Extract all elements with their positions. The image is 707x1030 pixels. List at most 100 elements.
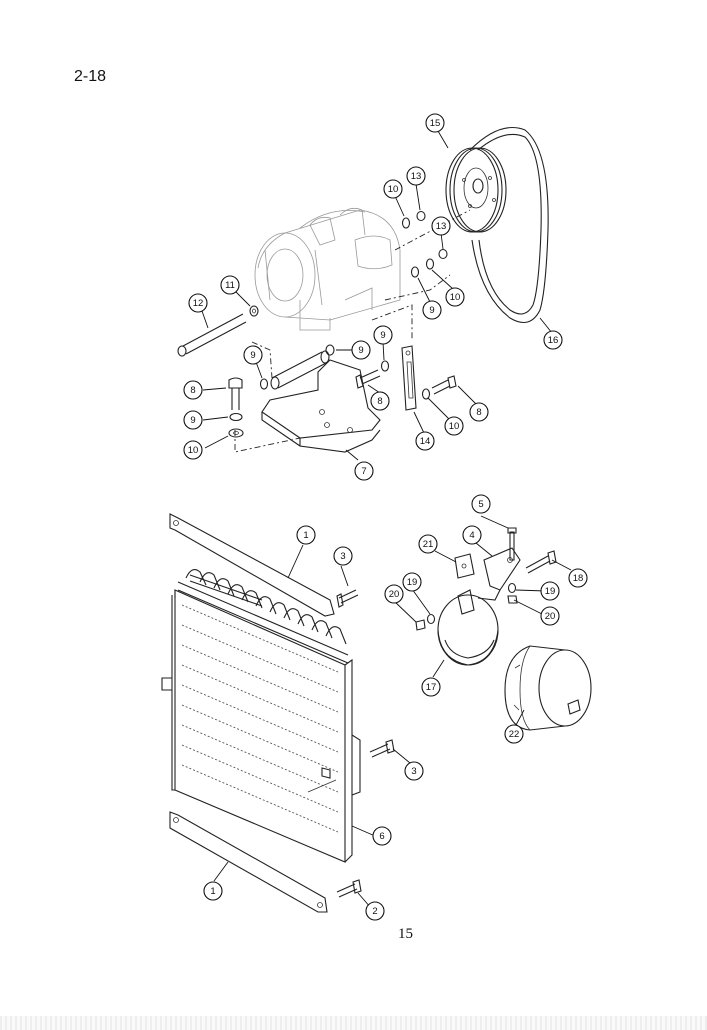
- condenser-tubes: [185, 569, 347, 645]
- callout-9: 9: [373, 325, 393, 345]
- callout-11: 11: [220, 275, 240, 295]
- callout-10: 10: [183, 440, 203, 460]
- callout-13: 13: [406, 166, 426, 186]
- callout-label: 20: [389, 589, 400, 600]
- leader-lines: [201, 130, 572, 909]
- callout-9: 9: [422, 300, 442, 320]
- compressor-body: [254, 207, 401, 331]
- callout-10: 10: [445, 287, 465, 307]
- callout-label: 3: [411, 766, 416, 777]
- callout-circle: [203, 881, 223, 901]
- callout-circle: [406, 166, 426, 186]
- callout-label: 10: [188, 445, 199, 456]
- callout-circle: [243, 345, 263, 365]
- callout-label: 9: [358, 345, 363, 356]
- callout-circle: [220, 275, 240, 295]
- callout-10: 10: [383, 179, 403, 199]
- callout-circle: [354, 461, 374, 481]
- callout-9: 9: [183, 410, 203, 430]
- callout-label: 1: [303, 530, 308, 541]
- callout-label: 9: [429, 305, 434, 316]
- callout-circle: [504, 724, 524, 744]
- callout-label: 8: [476, 407, 481, 418]
- callout-label: 22: [509, 729, 520, 740]
- callout-circle: [372, 826, 392, 846]
- callout-label: 2: [372, 906, 377, 917]
- callout-circle: [469, 402, 489, 422]
- callout-label: 5: [478, 499, 483, 510]
- condenser-assembly: [161, 513, 395, 913]
- callout-label: 17: [426, 682, 437, 693]
- callout-circle: [471, 494, 491, 514]
- callout-4: 4: [462, 525, 482, 545]
- callout-circle: [333, 546, 353, 566]
- callout-circle: [383, 179, 403, 199]
- callout-circle: [415, 431, 435, 451]
- callout-label: 4: [469, 530, 474, 541]
- callout-label: 11: [225, 280, 235, 291]
- callout-19: 19: [540, 581, 560, 601]
- callout-circle: [540, 581, 560, 601]
- callout-label: 15: [430, 118, 441, 129]
- callout-circle: [404, 761, 424, 781]
- callout-19: 19: [402, 572, 422, 592]
- callout-3: 3: [404, 761, 424, 781]
- callout-label: 9: [190, 415, 195, 426]
- callout-2: 2: [365, 901, 385, 921]
- callout-8: 8: [370, 391, 390, 411]
- callout-circle: [370, 391, 390, 411]
- callout-label: 13: [436, 221, 447, 232]
- callout-20: 20: [540, 606, 560, 626]
- callout-6: 6: [372, 826, 392, 846]
- callout-label: 13: [411, 171, 422, 182]
- compressor-assembly: [177, 207, 471, 453]
- callout-circle: [183, 410, 203, 430]
- callout-9: 9: [243, 345, 263, 365]
- callout-14: 14: [415, 431, 435, 451]
- callout-label: 14: [420, 436, 431, 447]
- callout-circle: [431, 216, 451, 236]
- callout-7: 7: [354, 461, 374, 481]
- callout-circle: [540, 606, 560, 626]
- callout-label: 10: [388, 184, 399, 195]
- callout-22: 22: [504, 724, 524, 744]
- callout-label: 1: [210, 886, 215, 897]
- callout-9: 9: [351, 340, 371, 360]
- callout-21: 21: [418, 534, 438, 554]
- callout-label: 10: [449, 421, 460, 432]
- callout-label: 18: [573, 573, 584, 584]
- callout-15: 15: [425, 113, 445, 133]
- callout-circle: [365, 901, 385, 921]
- callout-label: 20: [545, 611, 556, 622]
- callout-circle: [422, 300, 442, 320]
- callout-circle: [418, 534, 438, 554]
- callout-circle: [183, 380, 203, 400]
- callout-18: 18: [568, 568, 588, 588]
- callout-label: 6: [379, 831, 384, 842]
- callout-circle: [462, 525, 482, 545]
- bracket: [261, 359, 381, 439]
- callout-8: 8: [469, 402, 489, 422]
- callout-20: 20: [384, 584, 404, 604]
- callout-circle: [568, 568, 588, 588]
- callout-16: 16: [543, 330, 563, 350]
- callout-3: 3: [333, 546, 353, 566]
- callout-circle: [351, 340, 371, 360]
- callout-label: 9: [380, 330, 385, 341]
- callout-label: 21: [423, 539, 434, 550]
- callout-5: 5: [471, 494, 491, 514]
- section-number: 2-18: [74, 68, 107, 85]
- callout-circle: [445, 287, 465, 307]
- callout-circle: [402, 572, 422, 592]
- callout-circle: [444, 416, 464, 436]
- callout-8: 8: [183, 380, 203, 400]
- callout-17: 17: [421, 677, 441, 697]
- receiver-drier-assembly: [415, 527, 592, 731]
- callout-label: 19: [545, 586, 556, 597]
- callout-label: 8: [377, 396, 382, 407]
- callout-circle: [421, 677, 441, 697]
- callout-1: 1: [296, 525, 316, 545]
- callout-label: 19: [407, 577, 418, 588]
